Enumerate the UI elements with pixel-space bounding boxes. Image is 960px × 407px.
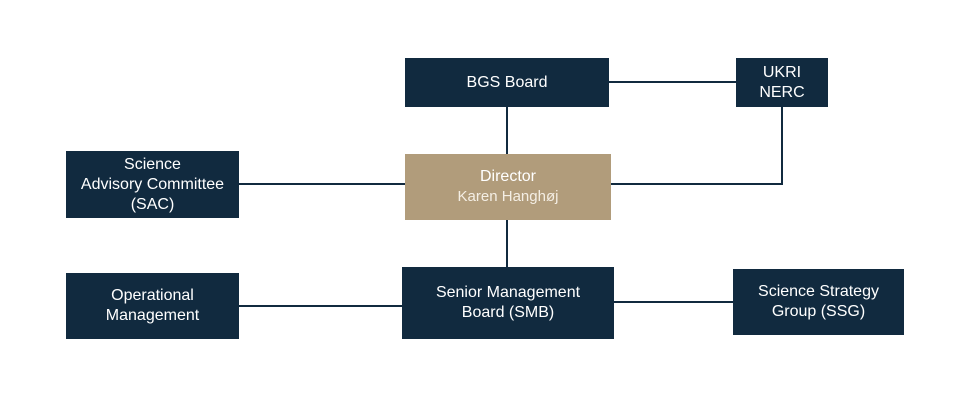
sac-label-line-3: (SAC): [130, 195, 175, 213]
bgs-board-label: BGS Board: [466, 73, 548, 91]
ssg-label-line-2: Group (SSG): [771, 303, 866, 320]
operational-label-line-2: Management: [105, 307, 200, 324]
connector-ukri-director: [611, 107, 783, 185]
director-title: Director: [479, 168, 536, 185]
operational-management-box: Operational Management: [66, 273, 239, 339]
director-box: Director Karen Hanghøj: [405, 154, 611, 220]
ukri-nerc-box: UKRI NERC: [736, 58, 828, 107]
smb-label-line-1: Senior Management: [435, 284, 581, 301]
operational-label-line-1: Operational: [111, 287, 194, 304]
sac-label-line-2: Advisory Committee: [80, 175, 225, 193]
ssg-box: Science Strategy Group (SSG): [733, 269, 904, 335]
sac-box: Science Advisory Committee (SAC): [66, 151, 239, 218]
director-name: Karen Hanghøj: [457, 188, 559, 205]
nerc-label: NERC: [759, 83, 805, 101]
smb-label-line-2: Board (SMB): [461, 304, 555, 321]
smb-box: Senior Management Board (SMB): [402, 267, 614, 339]
bgs-board-box: BGS Board: [405, 58, 609, 107]
ssg-label-line-1: Science Strategy: [758, 283, 879, 300]
sac-label-line-1: Science: [124, 155, 181, 173]
ukri-label: UKRI: [762, 63, 802, 81]
